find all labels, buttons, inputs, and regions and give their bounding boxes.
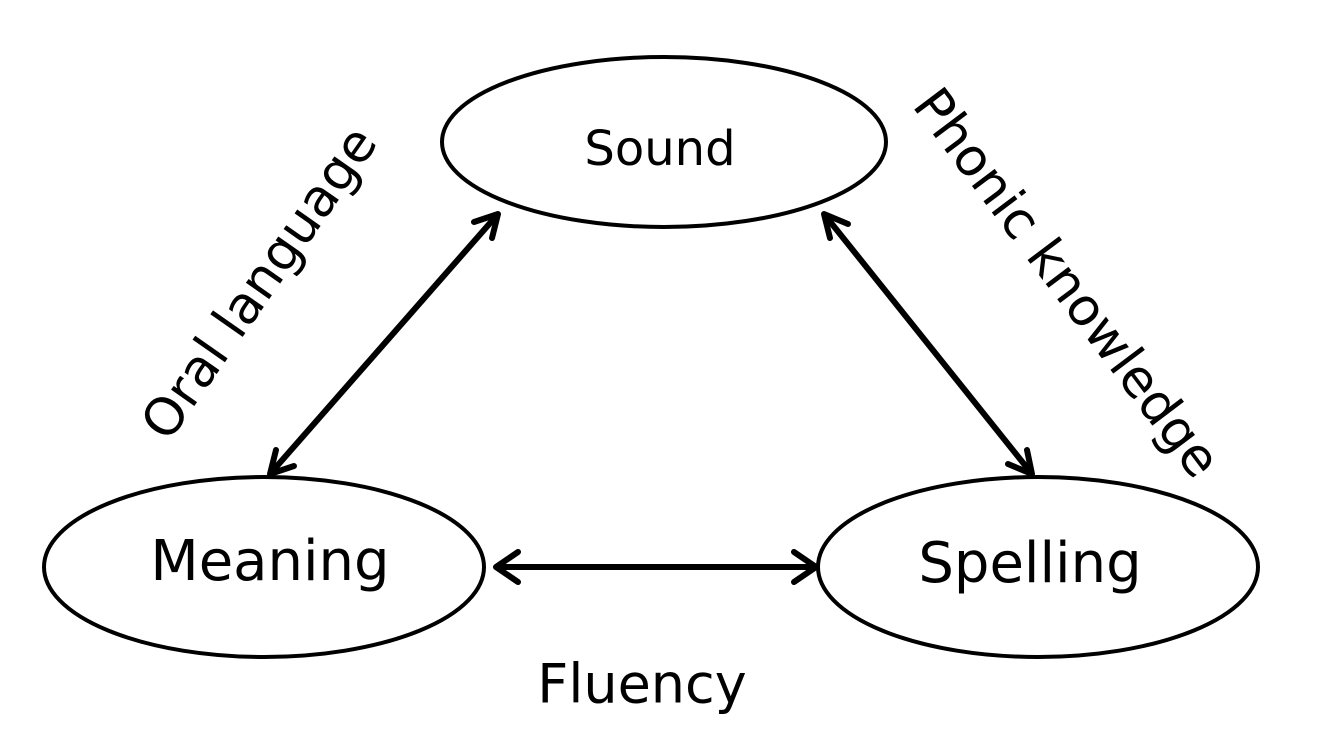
node-meaning-label: Meaning [150,529,389,594]
arrowhead-to-sound-right [821,211,851,241]
edge-label-fluency: Fluency [537,653,746,716]
connector-phonic-knowledge [821,211,1035,477]
connector-oral-language [267,211,501,477]
node-sound-ellipse [440,55,888,229]
edge-label-oral-language: Oral language [130,116,390,451]
arrowhead-to-meaning [267,447,297,477]
node-sound-label: Sound [584,121,735,177]
arrowhead-to-spelling-top [1005,447,1035,477]
node-spelling: Spelling [816,475,1260,659]
arrowhead-to-meaning-right [493,549,521,585]
node-meaning: Meaning [42,475,486,659]
node-spelling-ellipse [816,475,1260,659]
arrowhead-to-sound-left [471,211,501,241]
connector-fluency [493,549,819,585]
node-meaning-ellipse [42,475,486,659]
edge-label-phonic-knowledge: Phonic knowledge [901,77,1232,489]
node-sound: Sound [440,55,888,229]
node-spelling-label: Spelling [918,531,1141,596]
